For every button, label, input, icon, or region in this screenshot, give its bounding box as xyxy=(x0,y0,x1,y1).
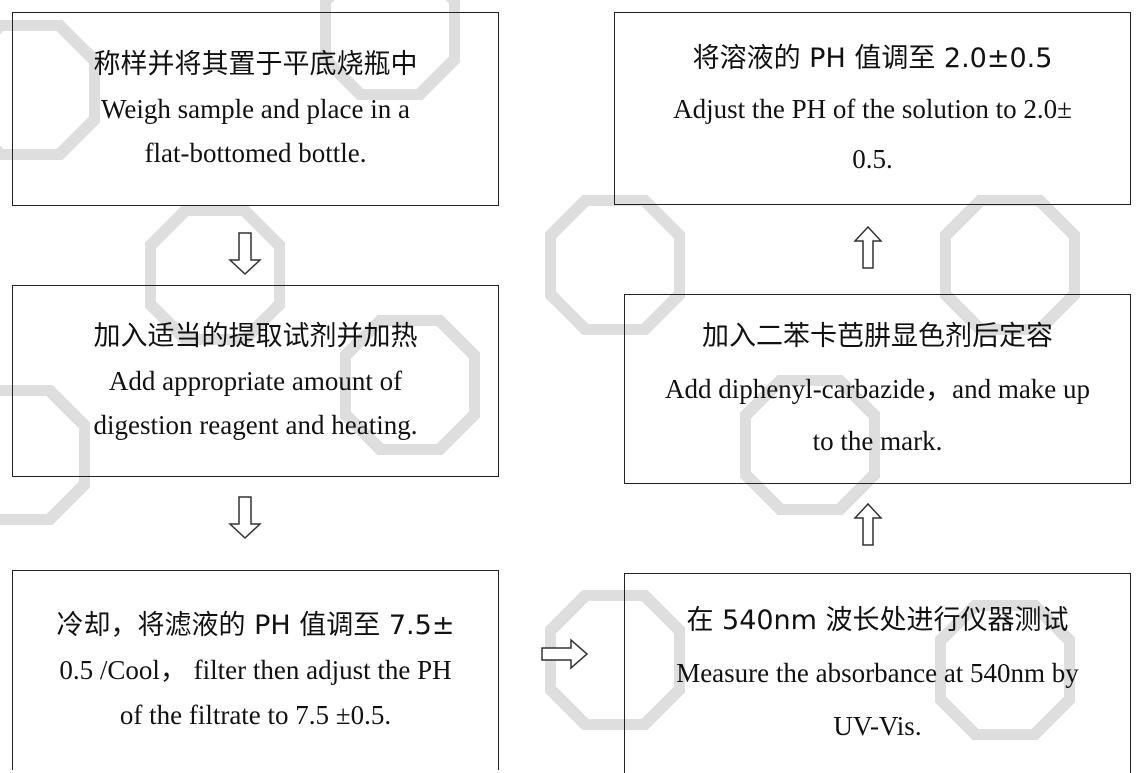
step-label-en: Adjust the PH of the solution to 2.0± xyxy=(673,93,1072,124)
step-label-en: to the mark. xyxy=(812,426,943,456)
step-label-en: flat-bottomed bottle. xyxy=(144,138,367,168)
step-box-adjust-ph: 将溶液的 PH 值调至 2.0±0.5 Adjust the PH of the… xyxy=(614,12,1131,205)
step-box-cool-filter: 冷却，将滤液的 PH 值调至 7.5± 0.5 /Cool， filter th… xyxy=(12,570,499,770)
step-label-en: UV-Vis. xyxy=(833,711,922,741)
arrow-up-icon xyxy=(853,225,883,269)
step-label-en: 0.5. xyxy=(852,143,893,174)
step-label-cn: 加入适当的提取试剂并加热 xyxy=(93,321,418,352)
step-label-cn: 加入二苯卡芭肼显色剂后定容 xyxy=(702,321,1053,352)
step-label-cn: 将溶液的 PH 值调至 2.0±0.5 xyxy=(692,42,1053,74)
arrow-down-icon xyxy=(228,232,262,276)
step-box-digest: 加入适当的提取试剂并加热 Add appropriate amount of d… xyxy=(12,285,499,477)
arrow-up-icon xyxy=(853,502,883,546)
step-label-en: Add appropriate amount of xyxy=(108,366,403,396)
step-label-cn: 在 540nm 波长处进行仪器测试 xyxy=(686,605,1069,636)
step-label-en: digestion reagent and heating. xyxy=(93,410,418,440)
step-box-weigh: 称样并将其置于平底烧瓶中 Weigh sample and place in a… xyxy=(12,12,499,206)
step-label-en: of the filtrate to 7.5 ±0.5. xyxy=(119,700,392,730)
step-label-en: Weigh sample and place in a xyxy=(101,94,410,124)
step-label-cn: 冷却，将滤液的 PH 值调至 7.5± xyxy=(56,610,455,641)
step-label-en: Measure the absorbance at 540nm by xyxy=(676,658,1079,688)
step-label-en: 0.5 /Cool， filter then adjust the PH xyxy=(59,655,452,685)
step-label-cn: 称样并将其置于平底烧瓶中 xyxy=(93,49,418,80)
step-box-color-reagent: 加入二苯卡芭肼显色剂后定容 Add diphenyl-carbazide，and… xyxy=(624,294,1131,484)
arrow-right-icon xyxy=(541,638,589,670)
step-box-measure: 在 540nm 波长处进行仪器测试 Measure the absorbance… xyxy=(624,573,1131,773)
arrow-down-icon xyxy=(228,496,262,540)
step-label-en: Add diphenyl-carbazide，and make up xyxy=(664,374,1091,404)
